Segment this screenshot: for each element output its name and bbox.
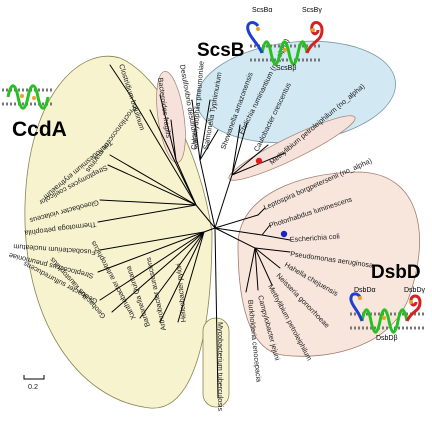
svg-text:ScsBβ: ScsBβ (276, 65, 296, 72)
ccda-label: CcdA (12, 118, 67, 141)
svg-text:DsbDγ: DsbDγ (404, 287, 426, 294)
scale-bar: 0.2 (23, 375, 45, 391)
scsb-membrane-icon: ScsBα ScsBγ ScsBβ (246, 7, 324, 72)
mycobacterium-clade-region (202, 317, 230, 408)
dsbd-membrane-icon: DsbDα DsbDγ DsbDβ (349, 287, 426, 342)
methylibium-clade-region (228, 115, 356, 181)
svg-text:0.2: 0.2 (28, 382, 38, 391)
dsbd-group-region (237, 171, 420, 357)
ecoli-blue-marker (280, 230, 288, 238)
ccda-membrane-icon (2, 84, 54, 110)
tree-branches (97, 64, 291, 399)
taxon-label: Escherichia coli (290, 232, 341, 244)
caulobacter-red-marker (255, 157, 263, 165)
svg-text:DsbDβ: DsbDβ (376, 335, 398, 342)
dsbd-label: DsbD (371, 262, 421, 283)
taxon-label: Mycobacterium tuberculosis (216, 322, 225, 411)
svg-text:ScsBα: ScsBα (252, 7, 272, 14)
scsb-label: ScsB (197, 40, 245, 61)
svg-text:DsbDα: DsbDα (354, 287, 376, 294)
svg-text:ScsBγ: ScsBγ (302, 7, 322, 14)
